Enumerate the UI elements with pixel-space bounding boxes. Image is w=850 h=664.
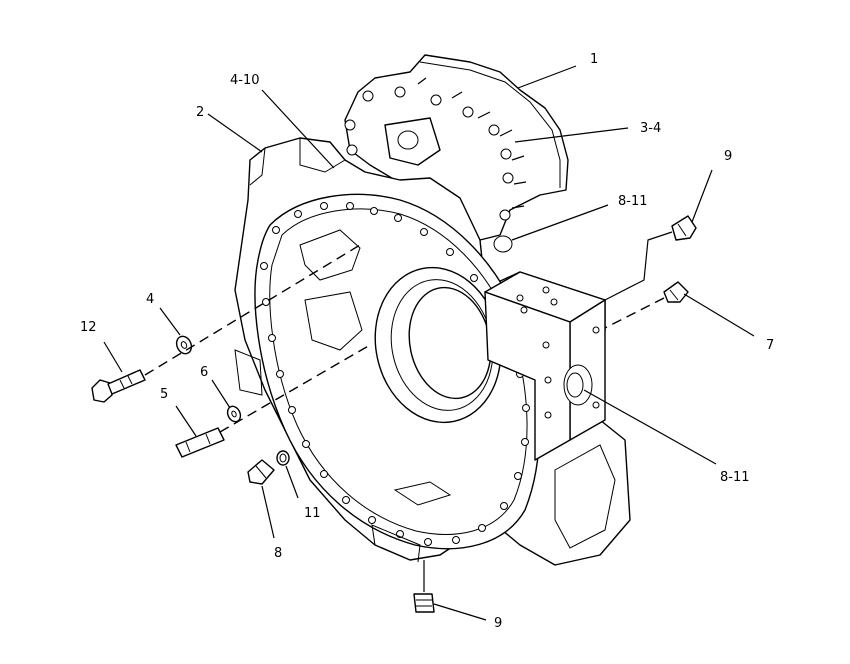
callout-6: 6 <box>200 365 208 380</box>
callout-7: 7 <box>766 338 774 353</box>
callout-8: 8 <box>274 546 282 561</box>
callout-8-11-right: 8-11 <box>720 470 750 485</box>
cover-studs <box>417 77 527 209</box>
callout-1: 1 <box>590 52 598 67</box>
callout-4: 4 <box>146 292 154 307</box>
callout-2: 2 <box>196 105 204 120</box>
flywheel-housing <box>234 137 631 566</box>
callout-3-4: 3-4 <box>640 121 661 136</box>
callout-4-10: 4-10 <box>230 73 260 88</box>
stud-5 <box>175 427 225 458</box>
callout-labels: 1 2 3-4 4-10 9 8-11 4 12 6 5 7 8-11 11 8… <box>80 52 774 631</box>
leader-lines <box>103 65 755 621</box>
plug-9-top <box>671 215 697 241</box>
callout-12: 12 <box>80 320 97 335</box>
washer-4 <box>175 335 193 355</box>
callout-8-11-top: 8-11 <box>618 194 648 209</box>
plug-7 <box>663 281 689 303</box>
callout-9-top: 9 <box>724 149 732 164</box>
plug-8 <box>247 459 275 485</box>
callout-9-bottom: 9 <box>494 616 502 631</box>
bolt-12 <box>91 369 146 403</box>
rear-cover-plate <box>331 54 569 253</box>
plug-9-bottom <box>413 593 435 613</box>
callout-5: 5 <box>160 387 168 402</box>
cover-bolt-heads <box>331 86 514 221</box>
callout-11: 11 <box>304 506 321 521</box>
oring-11 <box>276 450 290 466</box>
